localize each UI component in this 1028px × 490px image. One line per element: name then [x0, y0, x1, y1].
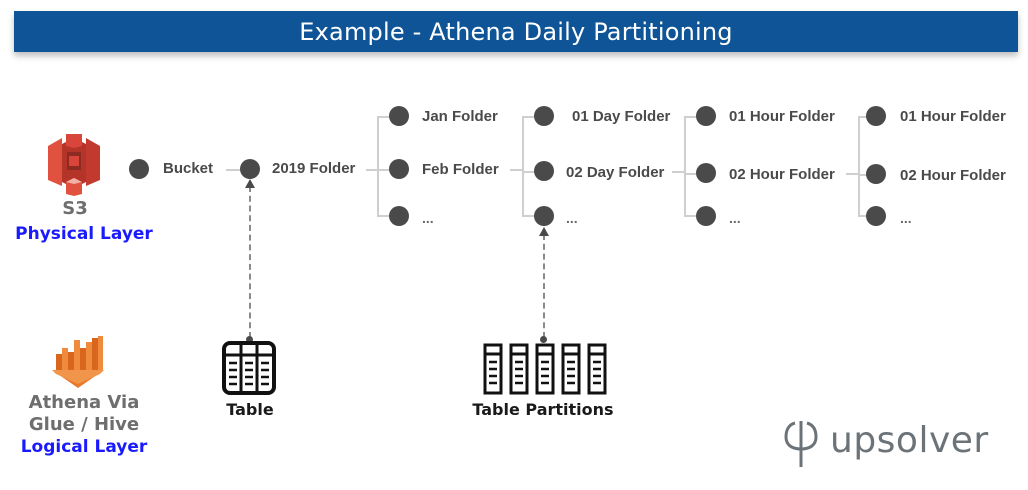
hour-label-more: ... — [729, 210, 741, 226]
hour-label: 01 Hour Folder — [729, 108, 835, 125]
hour-label: 02 Hour Folder — [729, 166, 835, 183]
partitions-arrow — [543, 234, 545, 338]
connector — [510, 169, 522, 171]
connector — [522, 171, 534, 173]
connector — [684, 215, 696, 217]
connector — [672, 171, 684, 173]
month-node — [389, 159, 409, 179]
day-bracket — [522, 116, 524, 216]
title-bar: Example - Athena Daily Partitioning — [14, 11, 1018, 52]
arrowhead-icon — [245, 179, 255, 188]
connector — [522, 116, 534, 118]
year-folder-label: 2019 Folder — [272, 160, 356, 177]
arrow-tail-dot — [246, 336, 253, 343]
table-icon — [222, 341, 276, 395]
hour-node — [866, 206, 886, 226]
hour-bracket — [858, 116, 860, 216]
s3-label: S3 — [62, 198, 88, 219]
day-node — [534, 161, 554, 181]
connector — [377, 169, 389, 171]
day-label-more: ... — [566, 210, 578, 226]
hour-node — [696, 206, 716, 226]
hour-node — [696, 163, 716, 183]
month-label: Jan Folder — [422, 108, 498, 125]
year-folder-node — [240, 159, 260, 179]
bucket-node — [129, 159, 149, 179]
hour-label: 01 Hour Folder — [900, 108, 1006, 125]
connector — [377, 215, 389, 217]
athena-label-line1: Athena Via — [28, 392, 140, 413]
day-node — [534, 206, 554, 226]
arrow-tail-dot — [540, 336, 547, 343]
day-node — [534, 106, 554, 126]
hour-bracket — [684, 116, 686, 216]
aws-s3-icon — [48, 132, 100, 196]
hour-node — [866, 106, 886, 126]
table-partitions-caption: Table Partitions — [472, 400, 614, 419]
connector — [684, 173, 696, 175]
hour-node — [866, 164, 886, 184]
month-label-more: ... — [422, 210, 434, 226]
athena-label-line2: Glue / Hive — [28, 414, 140, 435]
table-partitions-icon — [483, 343, 607, 395]
connector — [226, 169, 240, 171]
upsolver-phi-icon — [784, 419, 818, 469]
month-label: Feb Folder — [422, 161, 499, 178]
connector — [366, 169, 377, 171]
physical-layer-label: Physical Layer — [15, 224, 153, 244]
hour-node — [696, 106, 716, 126]
connector — [684, 116, 696, 118]
connector — [858, 215, 870, 217]
arrowhead-icon — [539, 227, 549, 236]
month-node — [389, 206, 409, 226]
connector — [858, 174, 870, 176]
day-label: 02 Day Folder — [566, 164, 665, 181]
month-bracket — [377, 116, 379, 216]
hour-label-more: ... — [900, 210, 912, 226]
month-node — [389, 106, 409, 126]
connector — [377, 116, 389, 118]
connector — [522, 215, 534, 217]
upsolver-logo-text: upsolver — [830, 420, 989, 461]
aws-athena-icon — [50, 334, 106, 390]
page-title: Example - Athena Daily Partitioning — [299, 17, 733, 46]
connector — [846, 173, 858, 175]
bucket-label: Bucket — [163, 160, 214, 177]
connector — [858, 116, 870, 118]
day-label: 01 Day Folder — [572, 108, 671, 125]
table-caption: Table — [226, 400, 274, 419]
logical-layer-label: Logical Layer — [20, 437, 148, 457]
table-arrow — [249, 186, 251, 338]
hour-label: 02 Hour Folder — [900, 167, 1006, 184]
